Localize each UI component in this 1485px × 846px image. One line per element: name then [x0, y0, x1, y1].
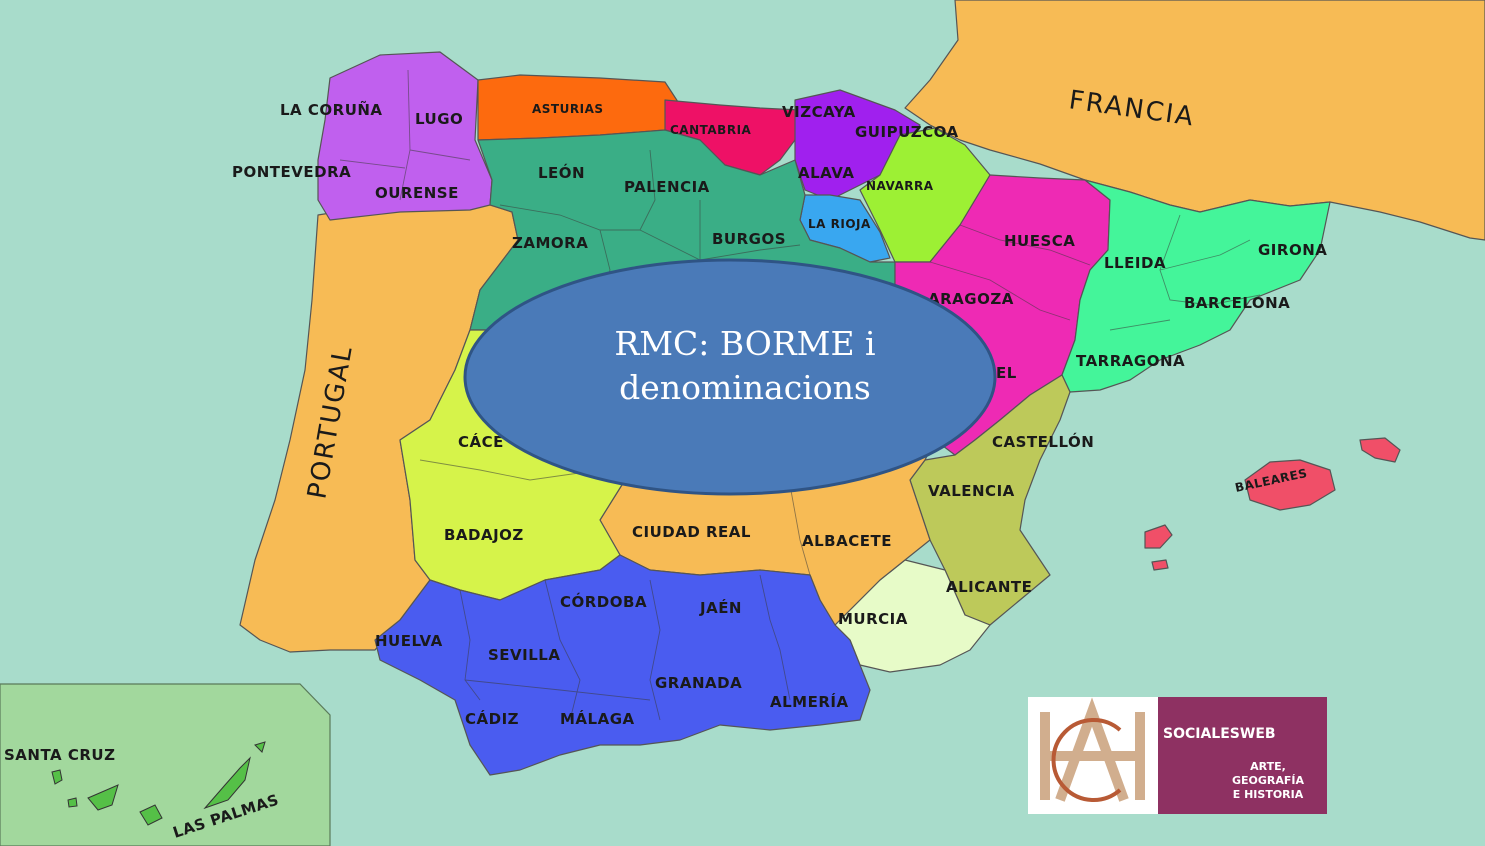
- label-cadiz: CÁDIZ: [465, 709, 519, 728]
- label-valencia: VALENCIA: [928, 482, 1015, 500]
- logo-tagline-3: E HISTORIA: [1233, 788, 1304, 801]
- label-murcia: MURCIA: [838, 610, 908, 628]
- label-la-rioja: LA RIOJA: [808, 217, 871, 231]
- label-vizcaya: VIZCAYA: [782, 103, 856, 121]
- catalonia-region: [1061, 179, 1331, 393]
- label-guipuzcoa: GUIPUZCOA: [855, 123, 959, 141]
- canarias-island-2: [67, 797, 78, 808]
- label-huelva: HUELVA: [375, 632, 443, 650]
- label-palencia: PALENCIA: [624, 178, 710, 196]
- label-alicante: ALICANTE: [946, 578, 1032, 596]
- logo-tagline-2: GEOGRAFÍA: [1232, 774, 1305, 787]
- label-jaen: JAÉN: [699, 598, 742, 617]
- label-castellon: CASTELLÓN: [992, 432, 1094, 451]
- label-ciudad-real: CIUDAD REAL: [632, 523, 751, 541]
- canarias-inset: [0, 683, 331, 846]
- label-burgos: BURGOS: [712, 230, 786, 248]
- label-santa-cruz: SANTA CRUZ: [4, 746, 115, 764]
- label-huesca: HUESCA: [1004, 232, 1075, 250]
- logo-tagline-1: ARTE,: [1250, 760, 1286, 773]
- label-leon: LEÓN: [538, 163, 585, 182]
- slide-title: RMC: BORME i denominacions: [595, 322, 895, 410]
- label-ourense: OURENSE: [375, 184, 459, 202]
- label-barcelona: BARCELONA: [1184, 294, 1290, 312]
- label-albacete: ALBACETE: [802, 532, 892, 550]
- label-badajoz: BADAJOZ: [444, 526, 524, 544]
- basque-region: [794, 89, 921, 201]
- baleares-mallorca: [1244, 459, 1336, 511]
- logo-brand: SOCIALESWEB: [1163, 726, 1276, 742]
- label-teruel: EL: [996, 364, 1017, 382]
- label-tarragona: TARRAGONA: [1076, 352, 1185, 370]
- slide-title-line-1: RMC: BORME i: [614, 324, 876, 363]
- baleares-ibiza: [1144, 524, 1173, 549]
- label-cantabria: CANTABRIA: [670, 123, 752, 137]
- label-zamora: ZAMORA: [512, 234, 588, 252]
- canarias-island-5: [203, 756, 251, 810]
- baleares-formentera: [1151, 559, 1169, 571]
- canarias-island-6: [254, 741, 266, 753]
- label-alava: ALAVA: [798, 164, 854, 182]
- baleares-menorca: [1359, 437, 1401, 463]
- label-zaragoza: ARAGOZA: [928, 290, 1014, 308]
- label-sevilla: SEVILLA: [488, 646, 560, 664]
- canarias-island-3: [87, 784, 119, 811]
- label-cordoba: CÓRDOBA: [560, 592, 647, 611]
- canarias-island-1: [51, 769, 63, 785]
- label-lleida: LLEIDA: [1104, 254, 1166, 272]
- andalusia-region: [374, 554, 871, 776]
- socialesweb-logo: SOCIALESWEB ARTE, GEOGRAFÍA E HISTORIA: [1028, 697, 1327, 814]
- label-almeria: ALMERÍA: [770, 692, 849, 711]
- label-lugo: LUGO: [415, 110, 463, 128]
- label-la-coruna: LA CORUÑA: [280, 100, 383, 119]
- canarias-island-4: [139, 804, 163, 826]
- label-pontevedra: PONTEVEDRA: [232, 163, 351, 181]
- label-malaga: MÁLAGA: [560, 709, 635, 728]
- label-navarra: NAVARRA: [866, 179, 934, 193]
- slide-title-line-2: denominacions: [619, 368, 871, 407]
- logo-emblem-ha: [1040, 697, 1145, 802]
- label-girona: GIRONA: [1258, 241, 1327, 259]
- logo-purple-panel: [1158, 697, 1327, 814]
- galicia-region: [317, 51, 493, 221]
- label-granada: GRANADA: [655, 674, 742, 692]
- logo-emblem-c: [1051, 718, 1122, 802]
- label-caceres: CÁCE: [458, 432, 504, 451]
- title-oval: [463, 258, 997, 496]
- label-asturias: ASTURIAS: [532, 102, 604, 116]
